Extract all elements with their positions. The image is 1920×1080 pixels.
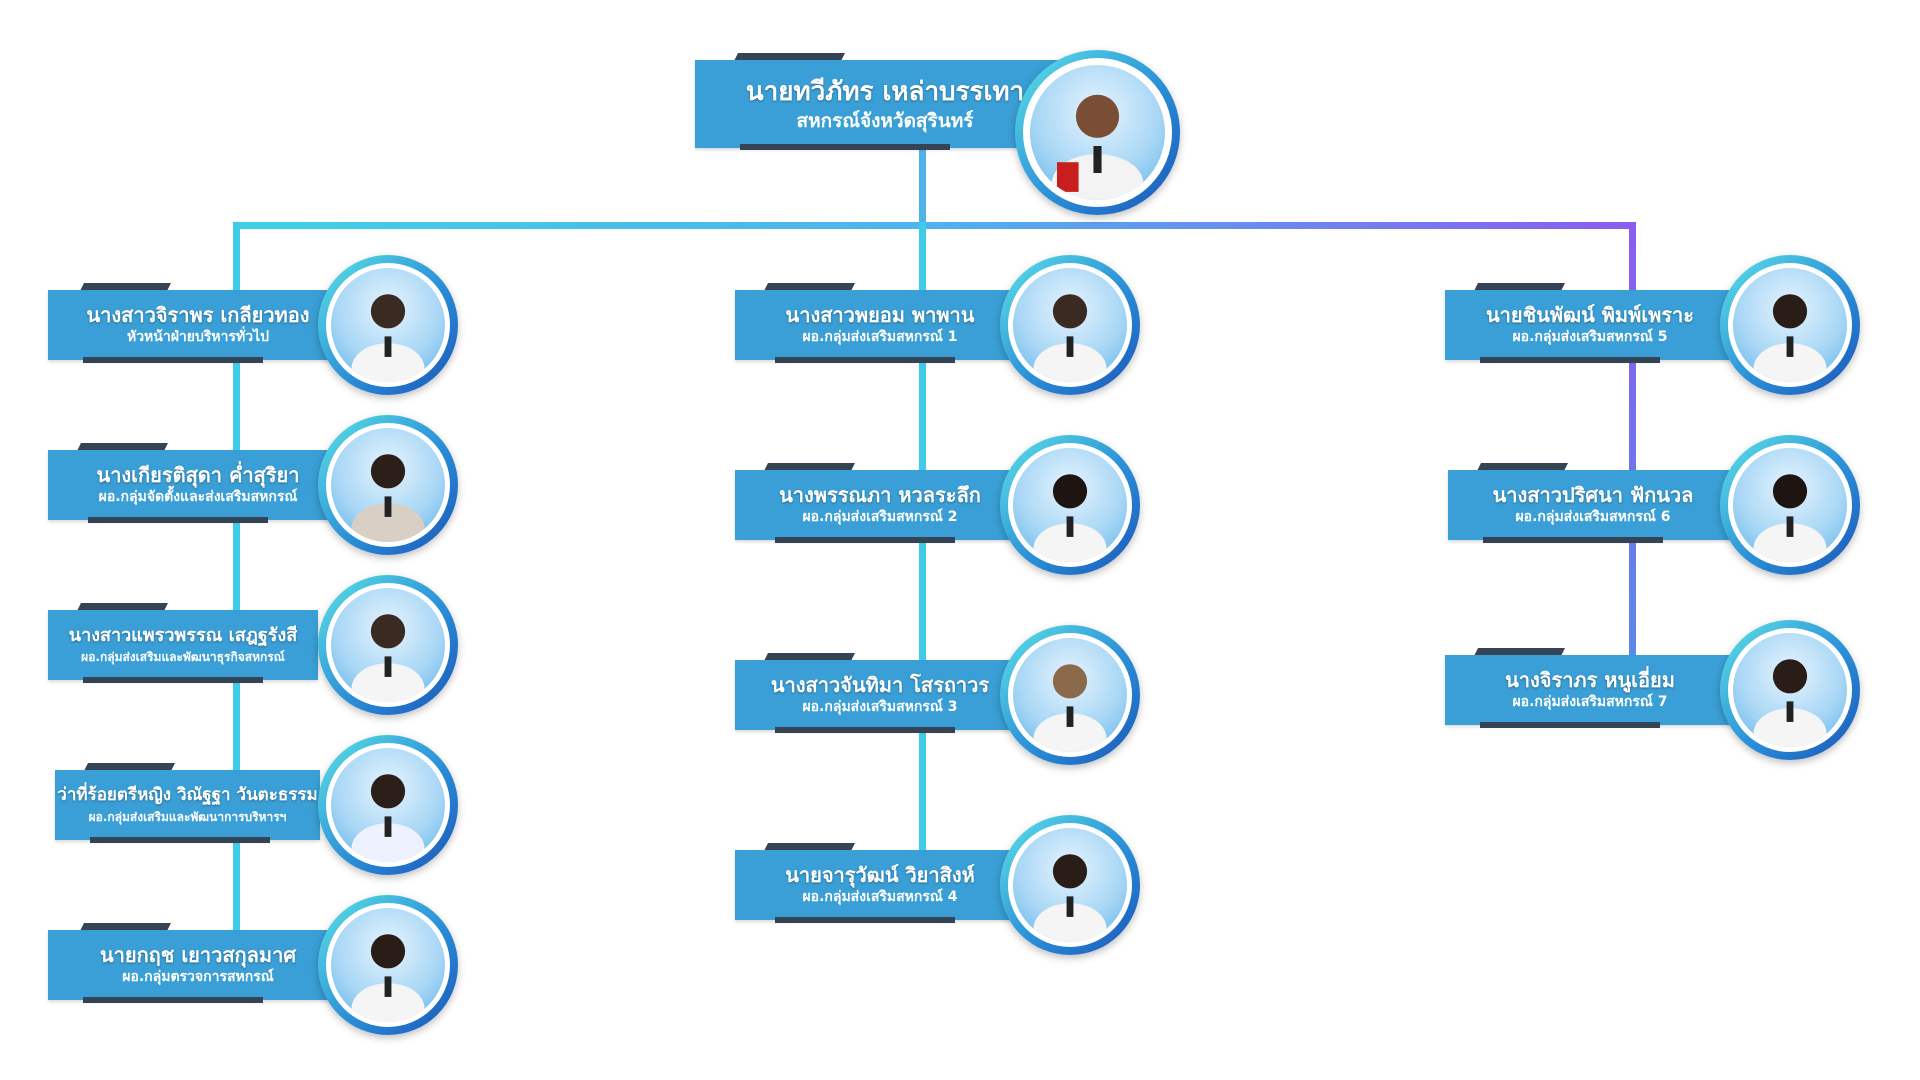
node-left-5: นายกฤช เยาวสกุลมาศ ผอ.กลุ่มตรวจการสหกรณ์ bbox=[48, 895, 458, 1035]
node-left-4: ว่าที่ร้อยตรีหญิง วิณัฐฐา วันตะธรรม ผอ.ก… bbox=[55, 735, 458, 875]
node-left-1: นางสาวจิราพร เกลียวทอง หัวหน้าฝ่ายบริหาร… bbox=[48, 255, 458, 395]
person-portrait-icon bbox=[331, 268, 445, 382]
person-portrait-icon bbox=[331, 428, 445, 542]
node-right-2: นางสาวปริศนา ฟักนวล ผอ.กลุ่มส่งเสริมสหกร… bbox=[1448, 435, 1860, 575]
person-portrait-icon bbox=[1030, 65, 1165, 200]
node-right-3: นางจิราภร หนูเอี่ยม ผอ.กลุ่มส่งเสริมสหกร… bbox=[1445, 620, 1860, 760]
head-name: นายทวีภัทร เหล่าบรรเทา bbox=[745, 76, 1025, 107]
node-head: นายทวีภัทร เหล่าบรรเทา สหกรณ์จังหวัดสุริ… bbox=[695, 50, 1180, 215]
person-portrait-icon bbox=[1733, 268, 1847, 382]
person-portrait-icon bbox=[1013, 828, 1127, 942]
person-portrait-icon bbox=[331, 588, 445, 702]
person-portrait-icon bbox=[1013, 268, 1127, 382]
node-center-2: นางพรรณภา หวลระลึก ผอ.กลุ่มส่งเสริมสหกรณ… bbox=[735, 435, 1140, 575]
head-position: สหกรณ์จังหวัดสุรินทร์ bbox=[796, 109, 974, 132]
person-portrait-icon bbox=[1013, 638, 1127, 752]
node-right-1: นายชินพัฒน์ พิมพ์เพราะ ผอ.กลุ่มส่งเสริมส… bbox=[1445, 255, 1860, 395]
person-portrait-icon bbox=[1733, 633, 1847, 747]
right-connector bbox=[1629, 222, 1636, 682]
node-center-1: นางสาวพยอม พาพาน ผอ.กลุ่มส่งเสริมสหกรณ์ … bbox=[735, 255, 1140, 395]
person-portrait-icon bbox=[331, 748, 445, 862]
node-center-3: นางสาวจันทิมา โสรถาวร ผอ.กลุ่มส่งเสริมสห… bbox=[735, 625, 1140, 765]
node-left-3: นางสาวแพรวพรรณ เสฎฐรังสี ผอ.กลุ่มส่งเสริ… bbox=[48, 575, 458, 715]
horizontal-connector bbox=[233, 222, 1636, 229]
head-connector bbox=[919, 150, 926, 228]
center-connector bbox=[919, 222, 926, 882]
node-left-2: นางเกียรติสุดา ค่ำสุริยา ผอ.กลุ่มจัดตั้ง… bbox=[48, 415, 458, 555]
person-portrait-icon bbox=[1733, 448, 1847, 562]
person-portrait-icon bbox=[1013, 448, 1127, 562]
person-portrait-icon bbox=[331, 908, 445, 1022]
left-connector bbox=[233, 222, 240, 932]
node-center-4: นายจารุวัฒน์ วิยาสิงห์ ผอ.กลุ่มส่งเสริมส… bbox=[735, 815, 1140, 955]
